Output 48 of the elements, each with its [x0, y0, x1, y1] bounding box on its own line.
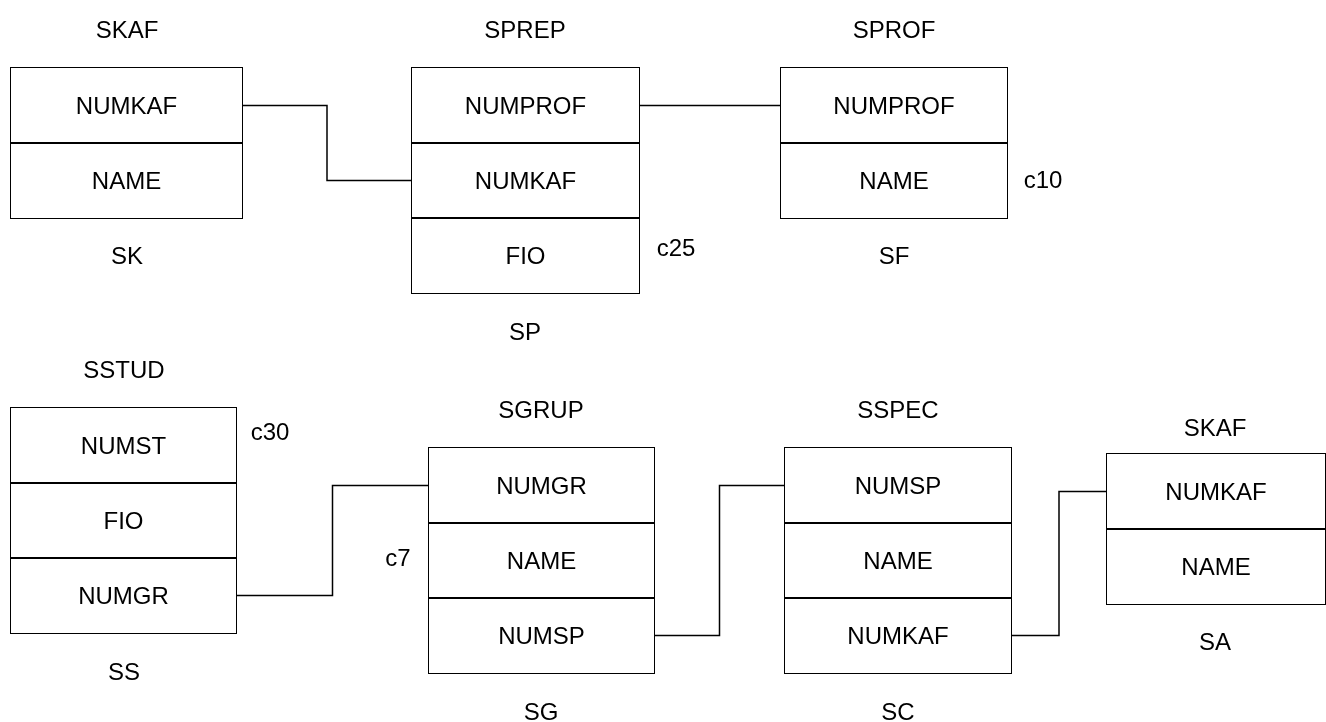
field-cell: NAME: [10, 142, 243, 219]
table-name: SPREP: [484, 16, 566, 44]
table-label: c7: [385, 544, 411, 572]
connector-line: [1011, 490, 1107, 637]
field-cell: NUMKAF: [411, 142, 640, 219]
table-label: SG: [523, 698, 559, 722]
table-label: SC: [881, 698, 915, 722]
field-cell: NUMKAF: [1106, 453, 1326, 530]
table-label: c30: [250, 418, 290, 446]
table-box: [1106, 453, 1326, 605]
table-name: SKAF: [1183, 414, 1247, 442]
field-cell: NAME: [784, 522, 1012, 599]
connector-line: [242, 104, 412, 182]
table-name: SGRUP: [498, 396, 584, 424]
table-name: SSTUD: [83, 356, 165, 384]
connector-line: [654, 484, 785, 637]
table-label: c25: [656, 234, 696, 262]
table-label: SF: [878, 242, 910, 270]
field-cell: NUMGR: [428, 447, 655, 524]
field-cell: NUMKAF: [784, 597, 1012, 674]
table-label: SA: [1199, 628, 1231, 656]
table-name: SKAF: [95, 16, 159, 44]
field-cell: NUMPROF: [780, 67, 1008, 144]
field-cell: NAME: [428, 522, 655, 599]
field-cell: NUMGR: [10, 557, 237, 634]
field-cell: NUMST: [10, 407, 237, 484]
table-box: [428, 447, 655, 674]
table-box: [10, 407, 237, 634]
table-box: [784, 447, 1012, 674]
table-name: SSPEC: [857, 396, 939, 424]
table-box: [10, 67, 243, 219]
connector-line: [639, 104, 781, 107]
table-name: SPROF: [852, 16, 936, 44]
field-cell: NUMSP: [784, 447, 1012, 524]
table-label: SK: [111, 242, 143, 270]
table-label: c10: [1023, 166, 1063, 194]
field-cell: NAME: [780, 142, 1008, 219]
field-cell: NAME: [1106, 528, 1326, 605]
table-label: SP: [509, 318, 541, 346]
field-cell: FIO: [411, 217, 640, 294]
table-box: [411, 67, 640, 294]
connector-line: [236, 484, 429, 597]
field-cell: NUMSP: [428, 597, 655, 674]
table-label: SS: [108, 658, 140, 686]
table-box: [780, 67, 1008, 219]
field-cell: FIO: [10, 482, 237, 559]
field-cell: NUMPROF: [411, 67, 640, 144]
field-cell: NUMKAF: [10, 67, 243, 144]
